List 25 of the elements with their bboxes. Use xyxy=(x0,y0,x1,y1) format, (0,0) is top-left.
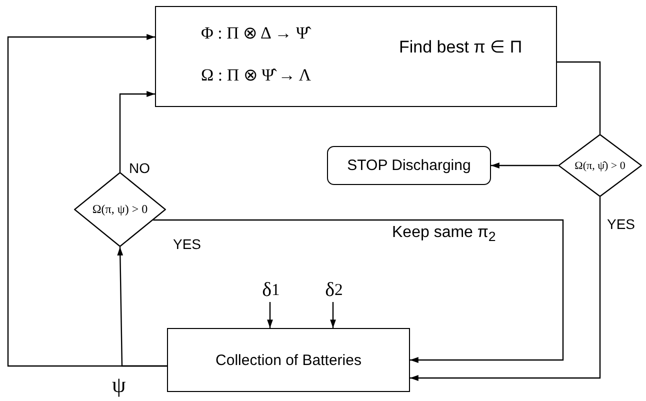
objective-text: Find best π ∈ Π xyxy=(399,36,522,58)
block-text: Collection of Batteries xyxy=(214,350,362,370)
connector-line xyxy=(557,61,601,134)
formula-text: Φ : Π ⊗ Δ → Ψ̂ xyxy=(201,22,309,44)
arrow xyxy=(410,197,601,381)
edge-label: YES xyxy=(172,236,202,252)
decision-diamond xyxy=(558,134,642,197)
arrow xyxy=(119,91,155,172)
edge-label: NO xyxy=(128,160,151,176)
arrow xyxy=(330,302,336,328)
formula-text: Ω : Π ⊗ Ψ̂ → Λ xyxy=(201,64,312,86)
terminal-box xyxy=(327,146,491,185)
stop-text: STOP Discharging xyxy=(346,156,472,176)
edge-label: YES xyxy=(606,216,636,232)
arrow xyxy=(491,162,558,168)
process-box xyxy=(167,328,410,392)
decision-diamond xyxy=(74,172,166,247)
condition-text: Ω(π, ψ) > 0 xyxy=(91,201,149,218)
arrow xyxy=(267,302,273,328)
note-text: Keep same π$_{2}$ xyxy=(392,224,496,244)
condition-text: Ω(π, ψ̂) > 0 xyxy=(574,158,626,174)
variable-label: ψ xyxy=(112,372,126,398)
arrow xyxy=(153,219,564,363)
arrow xyxy=(117,246,167,367)
process-box xyxy=(155,6,557,107)
